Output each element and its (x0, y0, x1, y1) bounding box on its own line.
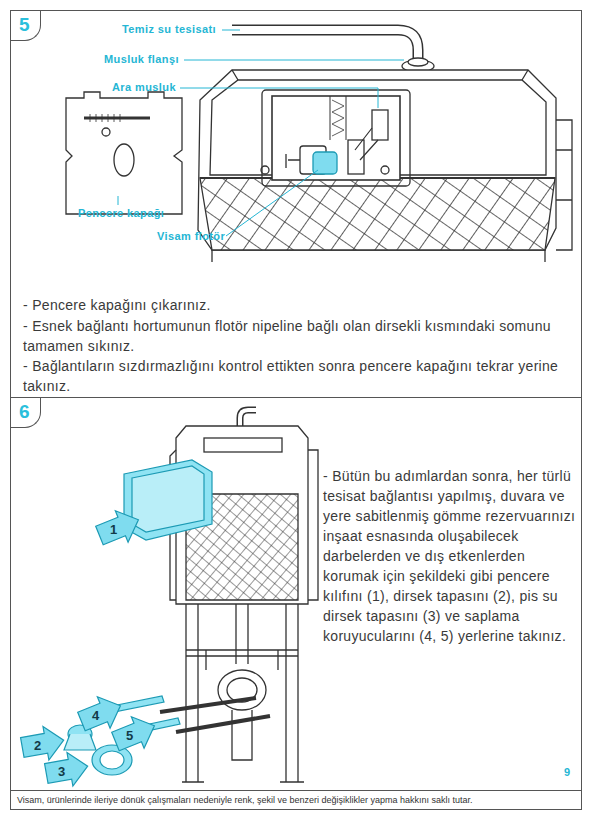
footer-box: Visam, ürünlerinde ileriye dönük çalışma… (10, 790, 582, 810)
part-label: Ara musluk (112, 81, 176, 93)
step-number: 6 (19, 401, 30, 423)
window-plate (66, 92, 182, 214)
part-label: Visam flotör (157, 230, 225, 242)
step-panel: - Pencere kapağını çıkarınız.- Esnek bağ… (10, 10, 582, 398)
disclaimer-text: Visam, ürünlerinde ileriye dönük çalışma… (17, 795, 473, 805)
protective-parts (64, 460, 212, 775)
step-number: 5 (19, 14, 30, 36)
step-number-box: 5 (11, 11, 41, 41)
instruction-text: - Bağlantıların sızdırmazlığını kontrol … (23, 356, 575, 396)
callout-number: 1 (110, 522, 117, 537)
callout-arrows (19, 504, 160, 790)
callout-number: 3 (58, 764, 65, 779)
part-label: Musluk flanşı (104, 53, 179, 65)
page-number: 9 (564, 766, 570, 778)
part-label: Pencere kapağı (78, 207, 164, 219)
callout-number: 2 (34, 738, 41, 753)
instruction-text: - Bütün bu adımlardan sonra, her türlü t… (323, 466, 579, 646)
step-number-box: 6 (11, 398, 41, 428)
step-panel: - Bütün bu adımlardan sonra, her türlü t… (10, 397, 582, 791)
instruction-text: - Esnek bağlantı hortumunun flotör nipel… (23, 316, 575, 356)
part-label: Temiz su tesisatı (122, 23, 216, 35)
callout-number: 5 (126, 728, 133, 743)
callout-number: 4 (92, 708, 99, 723)
instruction-text: - Pencere kapağını çıkarınız. (23, 295, 575, 315)
tank-top-view (198, 30, 572, 262)
